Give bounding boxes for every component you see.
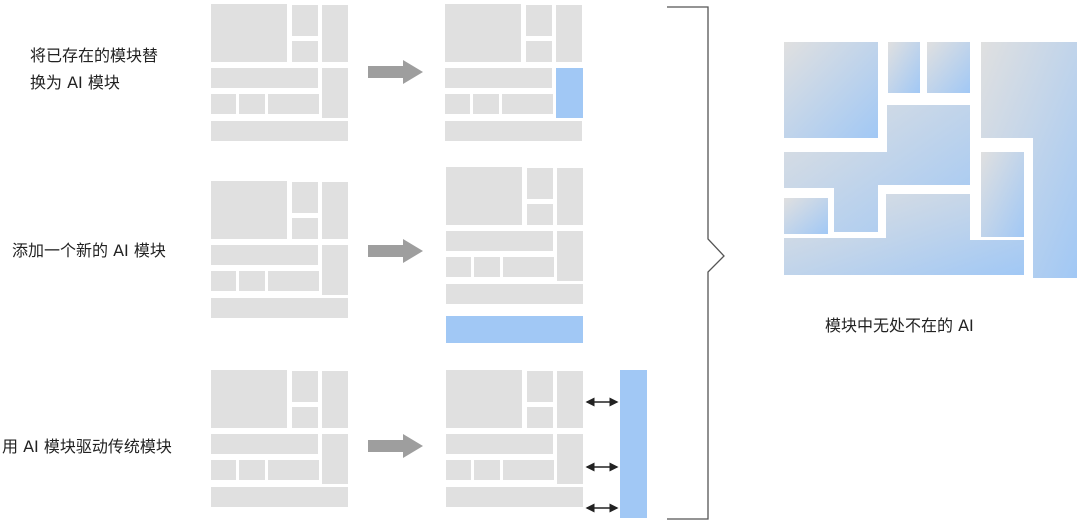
ai-module-driver (620, 370, 647, 518)
label-replace-line2: 换为 AI 模块 (30, 73, 120, 92)
arrow-right-icon (368, 60, 423, 84)
arrow-right-icon (368, 434, 423, 458)
brace-bracket (667, 6, 725, 520)
ai-module-replaced (556, 68, 583, 118)
label-replace-line1: 将已存在的模块替 (30, 46, 159, 65)
label-add: 添加一个新的 AI 模块 (12, 241, 166, 260)
driven-layout-row3 (446, 370, 583, 507)
label-drive: 用 AI 模块驱动传统模块 (2, 437, 172, 456)
double-arrow-icons (585, 397, 619, 513)
label-result: 模块中无处不在的 AI (825, 316, 974, 335)
arrow-right-icon (368, 239, 423, 263)
ai-everywhere-layout (784, 42, 1077, 278)
legacy-layout-row1 (211, 4, 348, 141)
ai-module-added (446, 316, 583, 343)
legacy-layout-row2 (211, 181, 348, 318)
legacy-layout-row3 (211, 370, 348, 507)
added-layout-row2 (446, 167, 583, 304)
